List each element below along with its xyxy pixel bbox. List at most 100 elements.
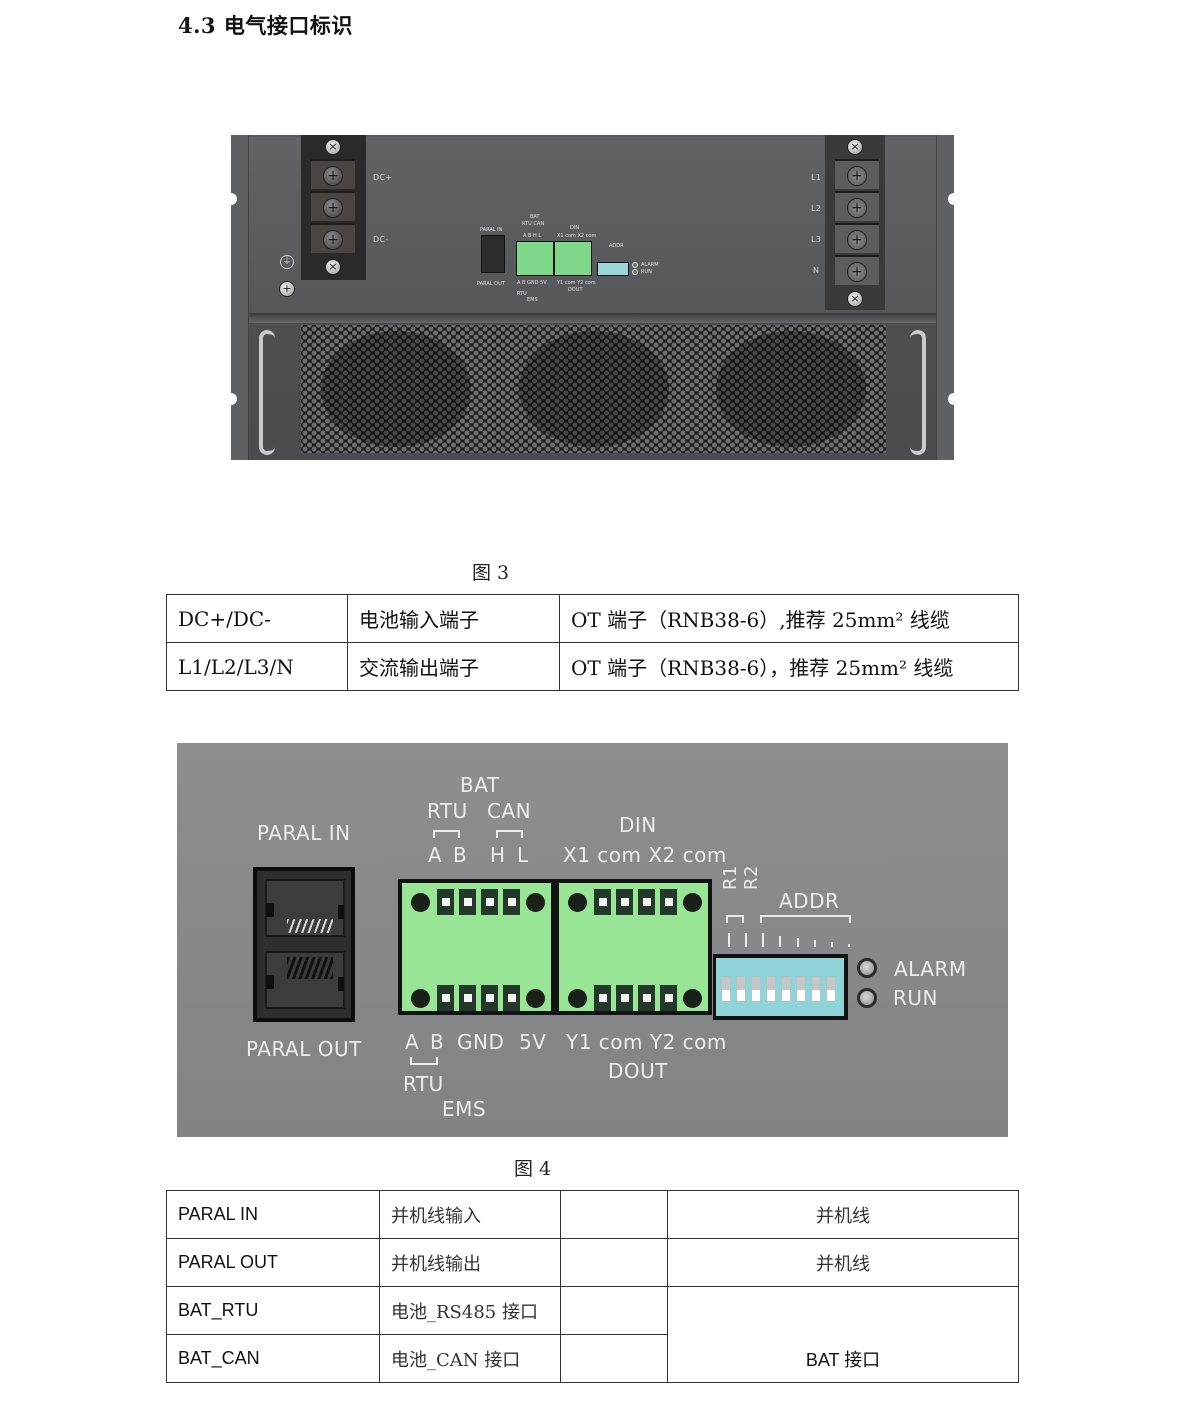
terminal-cell: + — [311, 223, 355, 253]
led-run-icon — [857, 988, 877, 1008]
fan-grille — [301, 325, 886, 453]
screw-icon: × — [847, 139, 863, 155]
rj45-pins — [287, 957, 333, 979]
label-ems: EMS — [442, 1097, 487, 1121]
mini-label-rtu-can: RTU CAN — [522, 221, 545, 227]
bracket-rtu-top — [433, 830, 460, 838]
dip-tick — [831, 942, 833, 947]
mount-hole — [683, 989, 702, 1008]
mount-slot — [948, 393, 960, 405]
mount-hole — [526, 893, 545, 912]
label-h-top: H — [490, 843, 506, 867]
cell-port: BAT_CAN — [166, 1334, 380, 1383]
label-paral-out: PARAL OUT — [246, 1037, 362, 1061]
screw-icon: + — [323, 230, 343, 250]
ac-terminal-block: × + + + + × — [825, 135, 885, 310]
terminal-cell: + — [311, 191, 355, 221]
mini-label-x-com: X1 com X2 com — [557, 233, 597, 239]
rack-ear-left — [225, 135, 249, 460]
cell-group-merged: BAT 接口 — [667, 1286, 1019, 1383]
cell-group: 并机线 — [667, 1190, 1019, 1239]
handle-right — [910, 330, 926, 455]
mount-hole — [568, 893, 587, 912]
dip-tick — [848, 944, 850, 947]
cell-extra — [560, 1334, 668, 1383]
table-row: PARAL OUT 并机线输出 并机线 — [166, 1238, 1019, 1287]
terminal-cell: + — [835, 159, 879, 189]
label-r2: R2 — [741, 865, 762, 890]
label-b-top: B — [453, 843, 468, 867]
dip-switch-addr-1[interactable] — [751, 976, 761, 1002]
label-rtu-bottom: RTU — [403, 1072, 444, 1096]
rj45-port-paral-in — [265, 879, 345, 937]
cell-extra — [560, 1286, 668, 1335]
cell-port: PARAL OUT — [166, 1238, 380, 1287]
figure3-caption: 图 3 — [472, 562, 510, 584]
mini-label-paral-out: PARAL OUT — [477, 281, 505, 287]
dip-switch-addr-3[interactable] — [781, 976, 791, 1002]
terminal-pin — [459, 985, 476, 1011]
screw-icon: + — [847, 230, 867, 250]
label-paral-in: PARAL IN — [257, 821, 351, 845]
terminal-cell: + — [835, 255, 879, 285]
label-gnd: GND — [457, 1030, 505, 1054]
label-y-com: Y1 com Y2 com — [566, 1030, 727, 1054]
label-bat: BAT — [460, 773, 500, 797]
dip-switch-addr-5[interactable] — [811, 976, 821, 1002]
mount-slot — [225, 393, 237, 405]
ground-screw-icon: + — [279, 281, 295, 297]
terminal-block-din-dout — [555, 879, 712, 1015]
mount-hole — [568, 989, 587, 1008]
terminal-pin — [437, 889, 454, 915]
cell-spec: OT 端子（RNB38-6），推荐 25mm² 线缆 — [559, 642, 1019, 691]
label-dc-minus: DC- — [373, 235, 389, 244]
label-addr: ADDR — [779, 889, 840, 913]
screw-icon: × — [325, 259, 341, 275]
table-row: BAT_RTU 电池_RS485 接口 BAT 接口 — [166, 1286, 1019, 1383]
screw-icon: × — [325, 139, 341, 155]
rj45-latch — [266, 975, 274, 989]
dip-switch-r1[interactable] — [721, 976, 731, 1002]
mini-label-dout: DOUT — [568, 287, 583, 293]
bracket-addr — [760, 915, 851, 923]
mini-label-addr: ADDR — [609, 243, 624, 249]
dip-switch-addr-4[interactable] — [796, 976, 806, 1002]
label-l2: L2 — [811, 204, 822, 213]
mini-label-rtu: RTU — [517, 291, 527, 297]
terminal-pin — [594, 889, 611, 915]
dip-switch-r2[interactable] — [736, 976, 746, 1002]
terminal-pin — [481, 889, 498, 915]
terminal-pin — [660, 985, 677, 1011]
rj45-latch — [338, 905, 344, 919]
terminal-pin — [459, 889, 476, 915]
signal-interface-table: PARAL IN 并机线输入 并机线 PARAL OUT 并机线输出 并机线 B… — [166, 1190, 1019, 1383]
dip-tick — [779, 936, 781, 947]
terminal-pin — [638, 985, 655, 1011]
mount-hole — [683, 893, 702, 912]
rj45-pins — [287, 919, 333, 933]
mini-label-bottom-pins: A B GND 5V — [517, 280, 547, 286]
rj45-latch — [338, 977, 344, 991]
fan-icon — [321, 331, 471, 447]
terminal-pin — [660, 889, 677, 915]
label-l-top: L — [517, 843, 529, 867]
dip-switch-addr[interactable] — [713, 954, 848, 1020]
screw-icon: + — [847, 262, 867, 282]
label-5v: 5V — [519, 1030, 547, 1054]
terminal-pin — [503, 985, 520, 1011]
control-panel-detail: PARAL IN PARAL OUT BAT RTU CAN A B H L D… — [177, 743, 1008, 1137]
mini-led-run — [632, 269, 638, 275]
table-row: PARAL IN 并机线输入 并机线 — [166, 1190, 1019, 1239]
dip-switch-addr-6[interactable] — [826, 976, 836, 1002]
terminal-cell: + — [835, 223, 879, 253]
cell-port: DC+/DC- — [166, 594, 348, 643]
screw-icon: + — [323, 198, 343, 218]
cell-name: 交流输出端子 — [347, 642, 560, 691]
label-run: RUN — [893, 986, 938, 1010]
terminal-pin — [503, 889, 520, 915]
table-row: L1/L2/L3/N 交流输出端子 OT 端子（RNB38-6），推荐 25mm… — [166, 642, 1019, 691]
fan-icon — [716, 331, 866, 447]
dip-switch-addr-2[interactable] — [766, 976, 776, 1002]
mini-label-y-com: Y1 com Y2 com — [557, 280, 596, 286]
cell-name: 并机线输出 — [379, 1238, 561, 1287]
